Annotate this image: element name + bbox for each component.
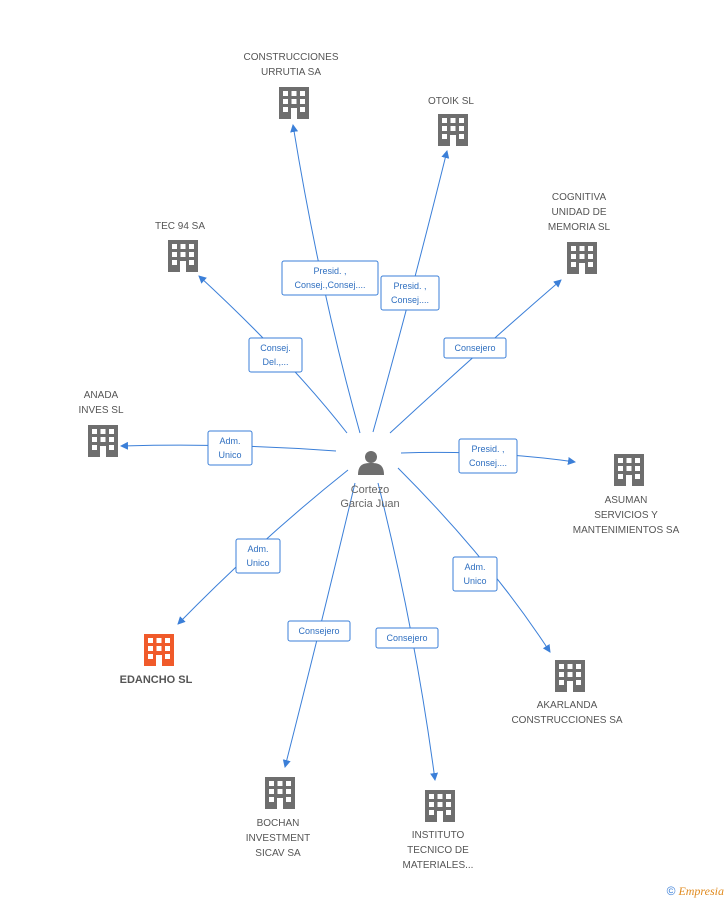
building-icon (567, 242, 597, 274)
center-person[interactable]: Cortezo Garcia Juan (340, 451, 400, 510)
company-node-asuman[interactable]: ASUMAN SERVICIOS Y MANTENIMIENTOS SA (573, 454, 680, 536)
edge-asuman: Presid. , Consej.... (400, 438, 576, 474)
role-label-box (375, 627, 439, 649)
company-name-line: OTOIK SL (428, 96, 474, 107)
company-name-line: INSTITUTO (412, 830, 465, 841)
building-icon (88, 425, 118, 457)
role-label-box (235, 538, 281, 574)
role-label-bochan[interactable]: Consejero (287, 620, 351, 642)
role-label-text: Consejero (386, 633, 427, 643)
role-label-box (207, 430, 253, 466)
role-label-text: Consej. (260, 343, 291, 353)
role-label-box (380, 275, 440, 311)
footer-brand[interactable]: ©Empresia (667, 884, 724, 899)
role-label-tec-94[interactable]: Consej. Del.,... (248, 337, 303, 373)
company-name-line: BOCHAN (257, 818, 300, 829)
edge-construcciones-urrutia: Presid. , Consej.,Consej.... (281, 124, 379, 434)
building-icon (168, 240, 198, 272)
company-node-tec-94[interactable]: TEC 94 SA (155, 221, 205, 272)
role-label-text: Adm. (247, 544, 268, 554)
edge-otoik: Presid. , Consej.... (372, 150, 450, 433)
role-label-box (287, 620, 351, 642)
brand-logo: Empresia (678, 884, 724, 898)
company-name-line: EDANCHO SL (120, 674, 193, 686)
role-label-text: Del.,... (262, 357, 288, 367)
company-name-line: INVESTMENT (246, 833, 310, 844)
role-label-text: Adm. (219, 436, 240, 446)
company-node-otoik[interactable]: OTOIK SL (428, 96, 474, 146)
edge-anada-inves: Adm. Unico (120, 430, 337, 466)
role-label-text: Consejero (454, 343, 495, 353)
edge-instituto: Consejero (375, 482, 439, 781)
company-name-line: TECNICO DE (407, 845, 469, 856)
role-label-anada-inves[interactable]: Adm. Unico (207, 430, 253, 466)
company-node-anada-inves[interactable]: ANADA INVES SL (78, 390, 124, 457)
company-node-akarlanda[interactable]: AKARLANDA CONSTRUCCIONES SA (511, 660, 623, 726)
edge-tec-94: Consej. Del.,... (198, 275, 348, 434)
role-label-otoik[interactable]: Presid. , Consej.... (380, 275, 440, 311)
company-node-bochan[interactable]: BOCHAN INVESTMENT SICAV SA (246, 777, 310, 859)
role-label-box (281, 260, 379, 296)
building-icon (425, 790, 455, 822)
edges-layer: Presid. , Consej.,Consej.... Presid. , Cons… (120, 124, 576, 781)
company-name-line: AKARLANDA (537, 700, 598, 711)
building-icon (279, 87, 309, 119)
company-name-line: CONSTRUCCIONES (243, 52, 338, 63)
role-label-asuman[interactable]: Presid. , Consej.... (458, 438, 518, 474)
role-label-text: Consej.... (469, 458, 507, 468)
company-name-line: MEMORIA SL (548, 222, 611, 233)
building-icon (555, 660, 585, 692)
person-icon (358, 451, 384, 475)
role-label-box (452, 556, 498, 592)
role-label-edancho[interactable]: Adm. Unico (235, 538, 281, 574)
company-name-line: TEC 94 SA (155, 221, 205, 232)
role-label-instituto[interactable]: Consejero (375, 627, 439, 649)
role-label-box (458, 438, 518, 474)
company-node-construcciones-urrutia[interactable]: CONSTRUCCIONES URRUTIA SA (243, 52, 339, 119)
role-label-construcciones-urrutia[interactable]: Presid. , Consej.,Consej.... (281, 260, 379, 296)
copyright-icon: © (666, 884, 676, 898)
role-label-text: Presid. , (313, 266, 346, 276)
company-name-line: COGNITIVA (552, 192, 607, 203)
company-name-line: MANTENIMIENTOS SA (573, 525, 680, 536)
company-name-line: SERVICIOS Y (594, 510, 658, 521)
role-label-text: Consejero (298, 626, 339, 636)
edge-cognitiva: Consejero (389, 279, 562, 434)
role-label-text: Consej.,Consej.... (294, 280, 365, 290)
role-label-text: Unico (218, 450, 241, 460)
company-node-instituto[interactable]: INSTITUTO TECNICO DE MATERIALES... (403, 790, 474, 871)
building-icon (144, 634, 174, 666)
company-name-line: ASUMAN (605, 495, 648, 506)
edge-edancho: Adm. Unico (177, 469, 349, 625)
role-label-text: Presid. , (471, 444, 504, 454)
role-label-text: Unico (246, 558, 269, 568)
edge-akarlanda: Adm. Unico (397, 467, 551, 653)
role-label-akarlanda[interactable]: Adm. Unico (452, 556, 498, 592)
nodes-layer: CONSTRUCCIONES URRUTIA SA OTOIK SL COGNITIV… (78, 52, 679, 871)
role-label-cognitiva[interactable]: Consejero (443, 337, 507, 359)
company-name-line: URRUTIA SA (261, 67, 321, 78)
building-icon (438, 114, 468, 146)
company-name-line: INVES SL (78, 405, 123, 416)
company-name-line: SICAV SA (255, 848, 301, 859)
company-name-line: CONSTRUCCIONES SA (511, 715, 622, 726)
role-label-text: Unico (463, 576, 486, 586)
edge-bochan: Consejero (282, 482, 356, 768)
role-label-box (248, 337, 303, 373)
company-name-line: ANADA (84, 390, 119, 401)
center-name-line-1: Cortezo (351, 484, 390, 496)
role-label-text: Adm. (464, 562, 485, 572)
building-icon (265, 777, 295, 809)
role-label-text: Presid. , (393, 281, 426, 291)
role-label-text: Consej.... (391, 295, 429, 305)
company-node-edancho[interactable]: EDANCHO SL (120, 634, 193, 686)
center-name-line-2: Garcia Juan (340, 498, 399, 510)
company-name-line: MATERIALES... (403, 860, 474, 871)
company-name-line: UNIDAD DE (551, 207, 606, 218)
company-node-cognitiva[interactable]: COGNITIVA UNIDAD DE MEMORIA SL (548, 192, 611, 274)
role-label-box (443, 337, 507, 359)
building-icon (614, 454, 644, 486)
